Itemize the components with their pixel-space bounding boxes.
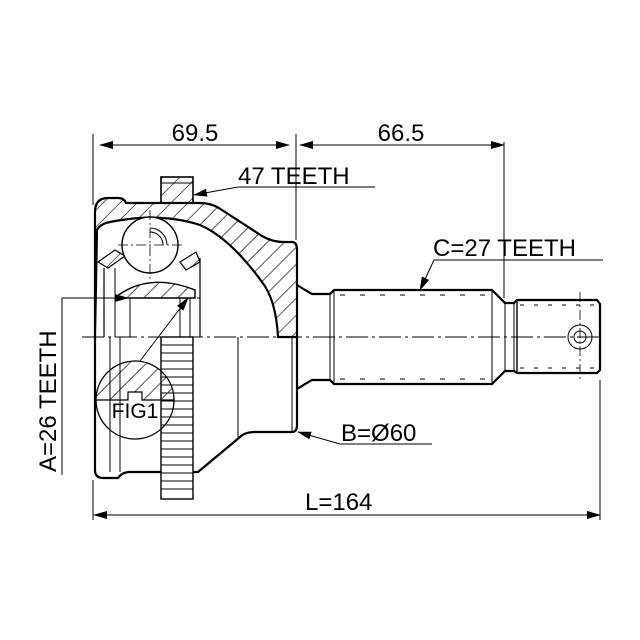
callout-seal-diameter: B=Ø60 (341, 420, 416, 447)
housing-section (93, 176, 299, 339)
abs-ring (160, 336, 194, 500)
fig1-detail (95, 297, 189, 440)
dimension-label-shaft: 66.5 (378, 120, 425, 147)
shaft (296, 284, 602, 390)
callout-inner-spline: A=26 TEETH (35, 330, 62, 472)
callout-abs-teeth: 47 TEETH (238, 163, 350, 190)
dimension-shaft (299, 141, 505, 298)
leaders (61, 186, 603, 475)
dimension-housing (92, 134, 297, 240)
dimension-label-housing: 69.5 (172, 120, 219, 147)
dimension-total (92, 380, 601, 520)
dimension-label-total: L=164 (305, 489, 372, 516)
fig1-label: FIG1 (112, 400, 159, 423)
callout-outer-spline: C=27 TEETH (433, 235, 576, 262)
